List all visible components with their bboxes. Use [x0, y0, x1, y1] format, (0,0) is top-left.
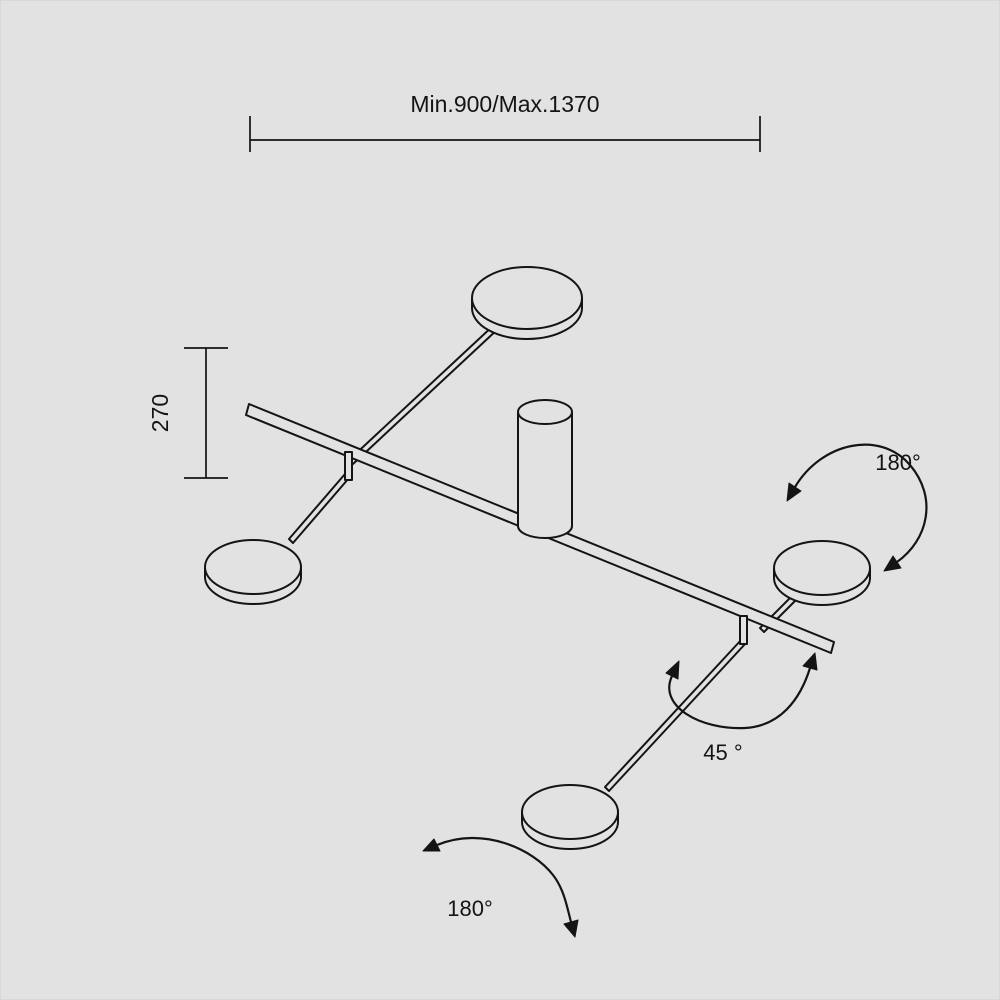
rotation-arrowhead-bottom-start [422, 838, 441, 852]
rotation-annotation-middle: 45 ° [665, 652, 818, 765]
rail-bracket-left [344, 451, 353, 481]
spot-arm-bottom [604, 638, 747, 792]
ceiling-canopy [517, 399, 573, 539]
height-dimension-label: 270 [147, 394, 173, 432]
rotation-label-middle: 45 ° [703, 740, 742, 765]
width-dimension-label: Min.900/Max.1370 [410, 91, 599, 117]
rail-bracket-right [739, 615, 748, 645]
rotation-arc-middle [668, 666, 812, 730]
spot-head-left-face [204, 539, 302, 595]
width-dimension: Min.900/Max.1370 [249, 91, 761, 152]
rotation-label-top-right: 180° [875, 450, 921, 475]
rotation-arrowhead-middle-start [665, 660, 680, 680]
spot-arm-top [348, 323, 500, 465]
rotation-annotation-bottom: 180° [422, 836, 579, 938]
lamp-fixture [204, 266, 871, 850]
ceiling-canopy-body [517, 412, 573, 539]
ceiling-canopy-top [517, 399, 573, 425]
spot-arm-left [288, 473, 350, 544]
rotation-arc-bottom [435, 836, 573, 924]
rotation-annotation-top-right: 180° [786, 443, 928, 572]
rotation-arrowhead-top-right-end [883, 555, 902, 572]
height-dimension: 270 [147, 347, 228, 479]
spot-head-right-face [773, 540, 871, 596]
rotation-arrowhead-top-right-start [786, 482, 802, 502]
spot-head-left [204, 539, 302, 605]
rotation-arc-top-right [793, 443, 928, 564]
spot-head-top-face [471, 266, 583, 330]
rotation-label-bottom: 180° [447, 896, 493, 921]
spot-head-right [773, 540, 871, 606]
spot-head-top [471, 266, 583, 340]
rotation-arrowhead-bottom-end [563, 919, 579, 938]
spot-head-bottom-face [521, 784, 619, 840]
spot-head-bottom [521, 784, 619, 850]
rotation-arrowhead-middle-end [802, 652, 818, 671]
